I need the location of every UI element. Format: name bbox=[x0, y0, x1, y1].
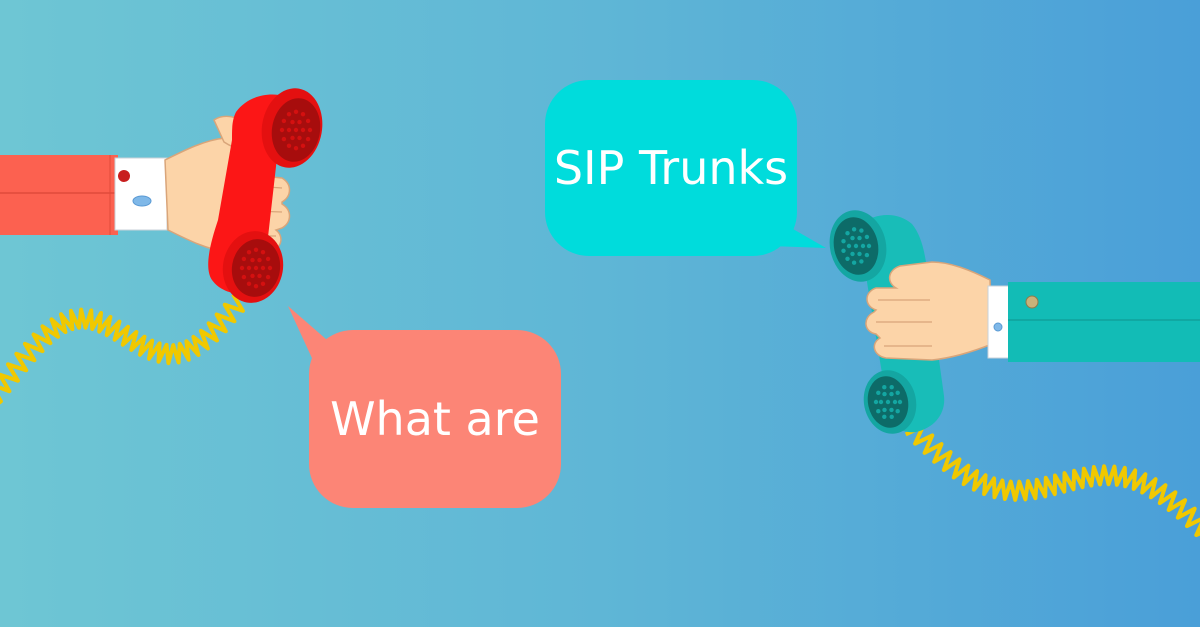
right-bubble-shape bbox=[545, 80, 797, 256]
left-cuff bbox=[114, 157, 168, 231]
left-bubble-shape bbox=[309, 330, 561, 508]
left-phone-handset-icon bbox=[208, 88, 323, 303]
left-coiled-cord-icon bbox=[0, 293, 245, 405]
right-cuff bbox=[987, 285, 1011, 359]
left-sleeve bbox=[0, 155, 118, 235]
right-sleeve bbox=[1008, 282, 1200, 362]
cufflink-blue-icon bbox=[132, 195, 152, 207]
left-speech-bubble-text: What are bbox=[330, 392, 540, 446]
cufflink-gold-icon bbox=[1025, 295, 1039, 309]
cufflink-blue-right-icon bbox=[993, 322, 1003, 332]
right-speech-bubble-text: SIP Trunks bbox=[553, 141, 789, 195]
right-coiled-cord-icon bbox=[904, 424, 1200, 538]
right-hand-icon bbox=[865, 261, 993, 361]
cufflink-red-icon bbox=[118, 170, 130, 182]
